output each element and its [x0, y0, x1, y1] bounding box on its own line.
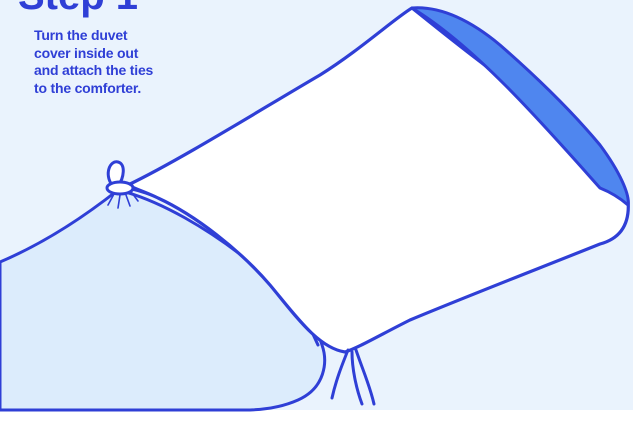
left-tie-band — [107, 182, 133, 194]
step-instruction: Turn the duvet cover inside out and atta… — [34, 27, 234, 97]
instruction-line: and attach the ties — [34, 62, 234, 80]
step-title: Step 1 — [18, 0, 138, 16]
step-caption: Step 1 Turn the duvet cover inside out a… — [0, 0, 260, 130]
instruction-line: cover inside out — [34, 45, 234, 63]
instruction-line: Turn the duvet — [34, 27, 234, 45]
instruction-line: to the comforter. — [34, 80, 234, 98]
bottom-band — [0, 410, 633, 435]
